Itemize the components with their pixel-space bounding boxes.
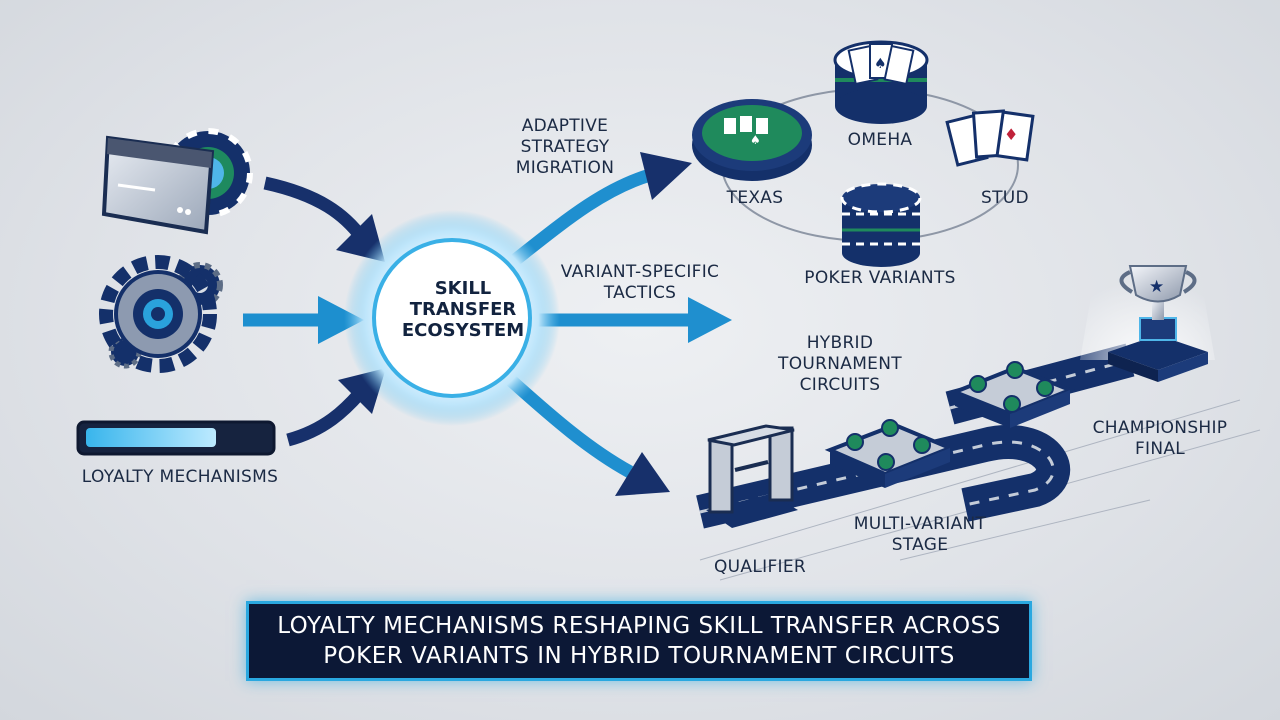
hybrid-line-1: HYBRID: [806, 333, 874, 353]
variant-tactics-line-1: VARIANT-SPECIFIC: [560, 262, 720, 282]
title-banner: LOYALTY MECHANISMS RESHAPING SKILL TRANS…: [246, 601, 1032, 681]
stud-cards-icon: ♦: [945, 109, 1035, 167]
svg-text:★: ★: [1149, 277, 1164, 297]
hub-line-3: ECOSYSTEM: [401, 320, 525, 341]
arrow-gear-to-hub: [243, 296, 364, 344]
poker-table-icon: ♠: [692, 99, 812, 181]
adaptive-line-1: ADAPTIVE: [521, 116, 609, 136]
multi-variant-line-1: MULTI-VARIANT: [853, 514, 987, 534]
hub-line-2: TRANSFER: [409, 299, 517, 320]
gear-icon: [99, 255, 223, 373]
loyalty-progress-bar: [76, 420, 276, 456]
adaptive-line-3: MIGRATION: [515, 158, 615, 178]
stud-label: STUD: [981, 188, 1029, 208]
banner-line-1: LOYALTY MECHANISMS RESHAPING SKILL TRANS…: [277, 613, 1001, 639]
omeha-label: OMEHA: [847, 130, 913, 150]
hub-circle: [372, 238, 532, 398]
championship-label: CHAMPIONSHIP FINAL: [1075, 418, 1245, 460]
omaha-cards-icon: ♠: [833, 40, 929, 124]
arrow-hub-to-circuit: [500, 370, 670, 496]
multi-variant-line-2: STAGE: [891, 535, 949, 555]
loyalty-mechanisms-label: LOYALTY MECHANISMS: [81, 467, 279, 487]
trophy-icon: ★: [1080, 245, 1215, 382]
arrow-card-to-hub: [263, 176, 385, 262]
adaptive-flow-label: ADAPTIVE STRATEGY MIGRATION: [490, 116, 640, 179]
championship-line-2: FINAL: [1134, 439, 1186, 459]
qualifier-label: QUALIFIER: [714, 557, 806, 577]
svg-text:♠: ♠: [874, 56, 887, 72]
hybrid-circuits-label: HYBRID TOURNAMENT CIRCUITS: [765, 333, 915, 396]
credit-card-icon: [101, 128, 253, 235]
hub-line-1: SKILL: [434, 278, 492, 299]
banner-line-2: POKER VARIANTS IN HYBRID TOURNAMENT CIRC…: [323, 643, 955, 669]
hybrid-line-2: TOURNAMENT: [778, 354, 902, 374]
hybrid-platform: [949, 361, 1076, 428]
hybrid-line-3: CIRCUITS: [799, 375, 881, 395]
qualifier-gate-icon: [706, 424, 798, 528]
texas-label: TEXAS: [726, 188, 784, 208]
variant-tactics-label: VARIANT-SPECIFIC TACTICS: [540, 262, 740, 304]
multi-variant-label: MULTI-VARIANT STAGE: [835, 514, 1005, 556]
variant-tactics-line-2: TACTICS: [603, 283, 677, 303]
chip-stack-icon: [840, 182, 922, 267]
adaptive-line-2: STRATEGY: [520, 137, 610, 157]
multi-variant-platform: [824, 419, 956, 488]
hub-label: SKILL TRANSFER ECOSYSTEM: [378, 278, 548, 341]
svg-text:♠: ♠: [750, 133, 761, 147]
championship-line-1: CHAMPIONSHIP: [1092, 418, 1228, 438]
svg-text:♦: ♦: [1004, 125, 1018, 144]
poker-variants-label: POKER VARIANTS: [804, 268, 956, 288]
